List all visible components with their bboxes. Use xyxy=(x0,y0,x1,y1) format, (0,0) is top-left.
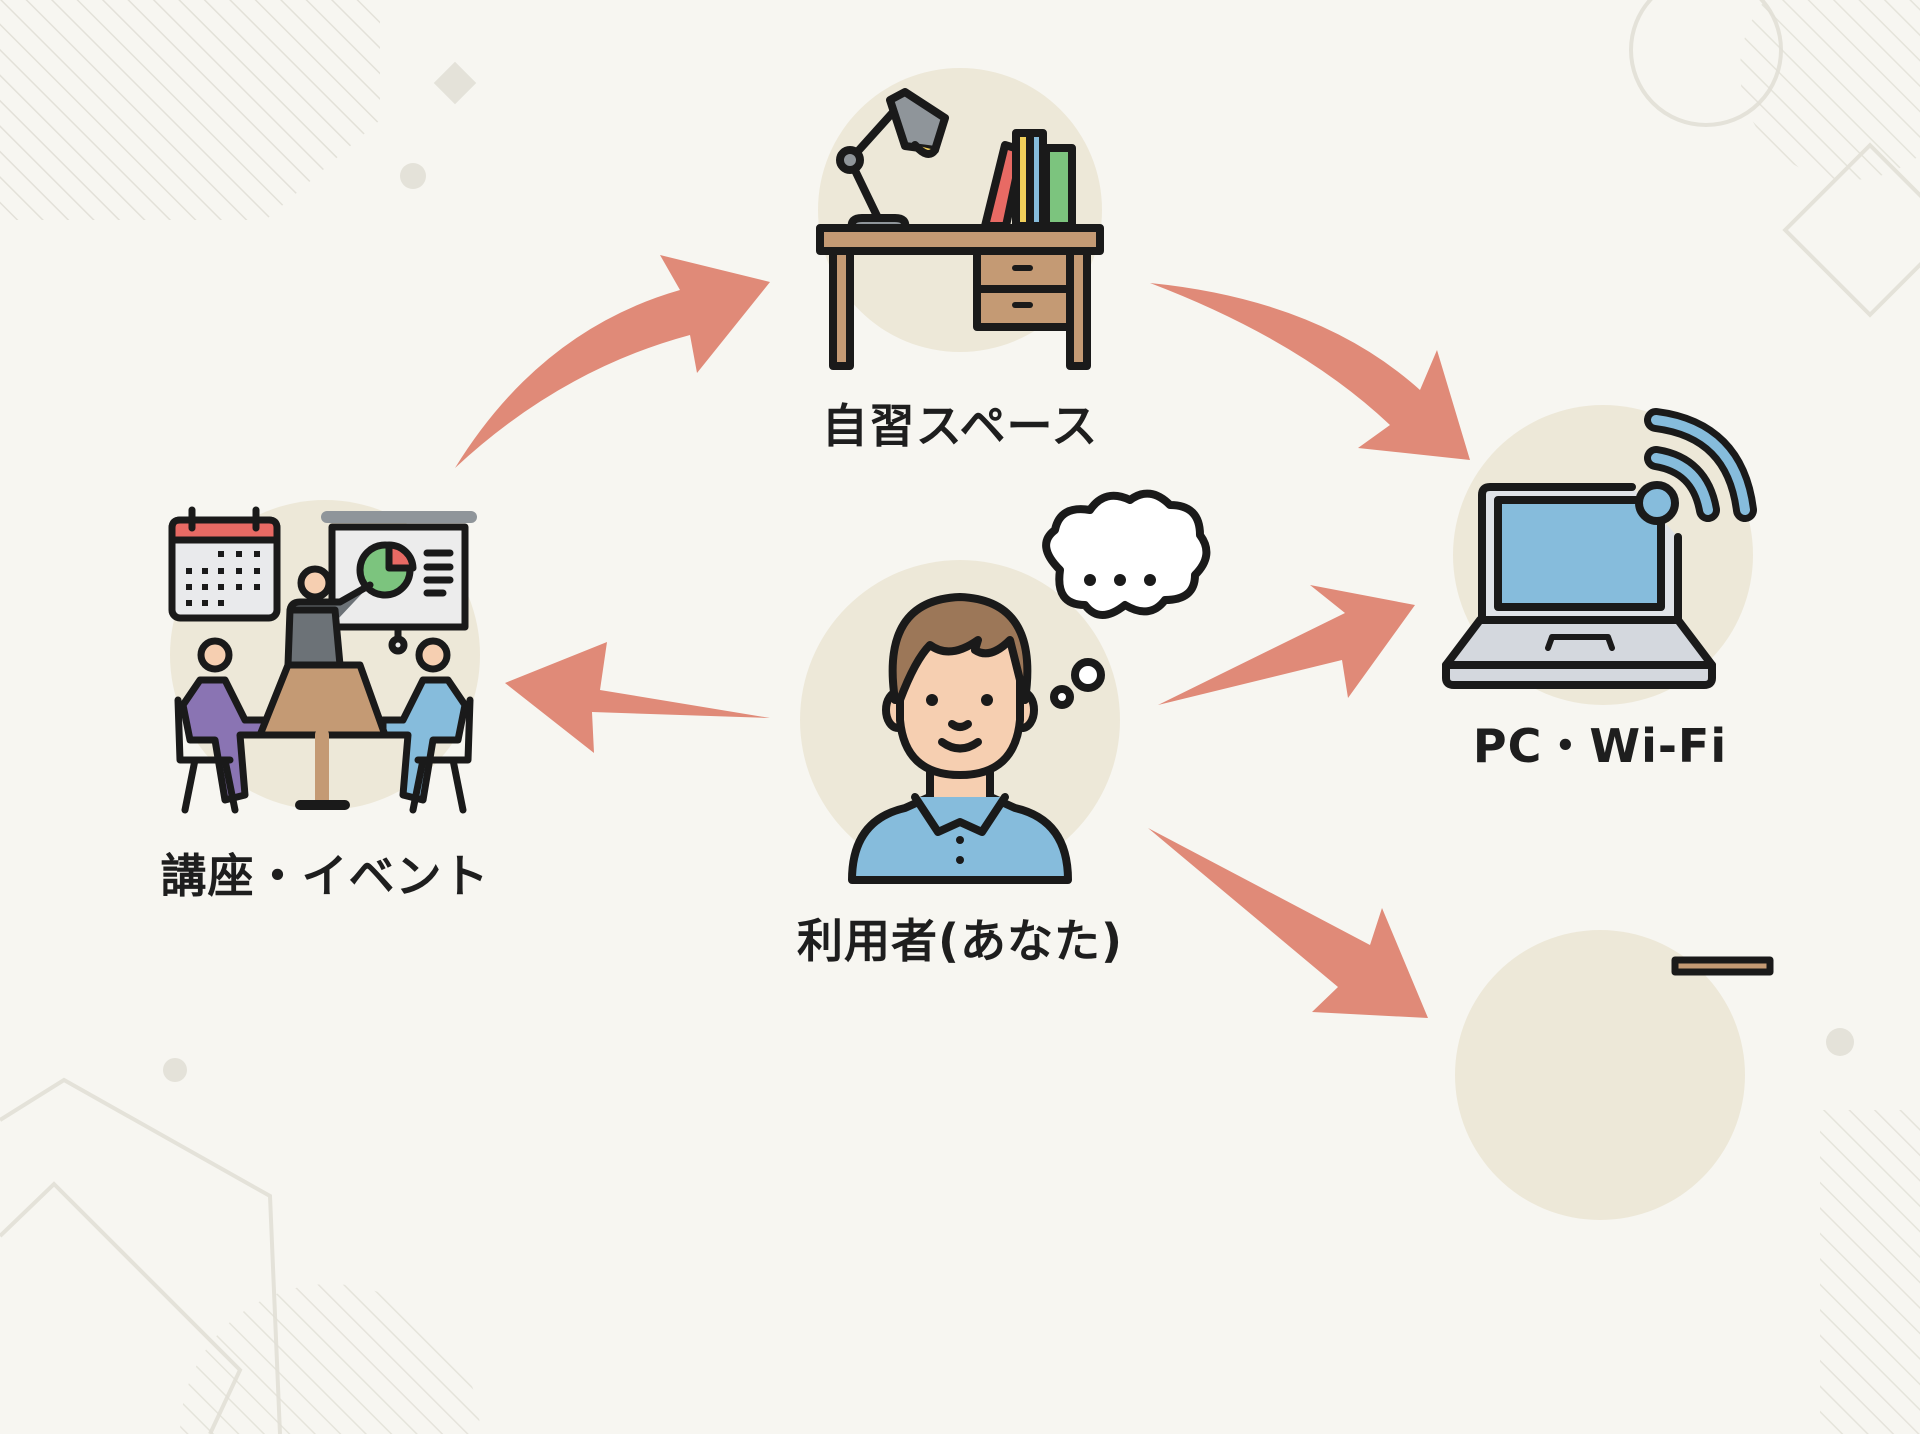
study-desk-icon xyxy=(816,88,1104,370)
laptop-wifi-icon xyxy=(1442,408,1757,689)
person-thinking-icon xyxy=(848,489,1211,884)
seminar-icon xyxy=(168,506,477,814)
node-label-events: 講座・イベント xyxy=(160,849,490,903)
node-label-study: 自習スペース xyxy=(821,399,1099,453)
arrow-events-to-study xyxy=(455,255,770,468)
arrow-user-to-events xyxy=(505,642,770,753)
halo-reference xyxy=(1455,930,1745,1220)
arrow-user-to-pc xyxy=(1158,585,1415,705)
node-label-pc: PC・Wi-Fi xyxy=(1472,719,1728,773)
arrow-study-to-pc xyxy=(1150,283,1470,460)
librarian-icon xyxy=(1671,956,1774,976)
arrow-user-to-reference xyxy=(1148,828,1428,1018)
flow-arrows xyxy=(455,255,1470,1018)
node-label-user: 利用者(あなた) xyxy=(796,914,1124,968)
